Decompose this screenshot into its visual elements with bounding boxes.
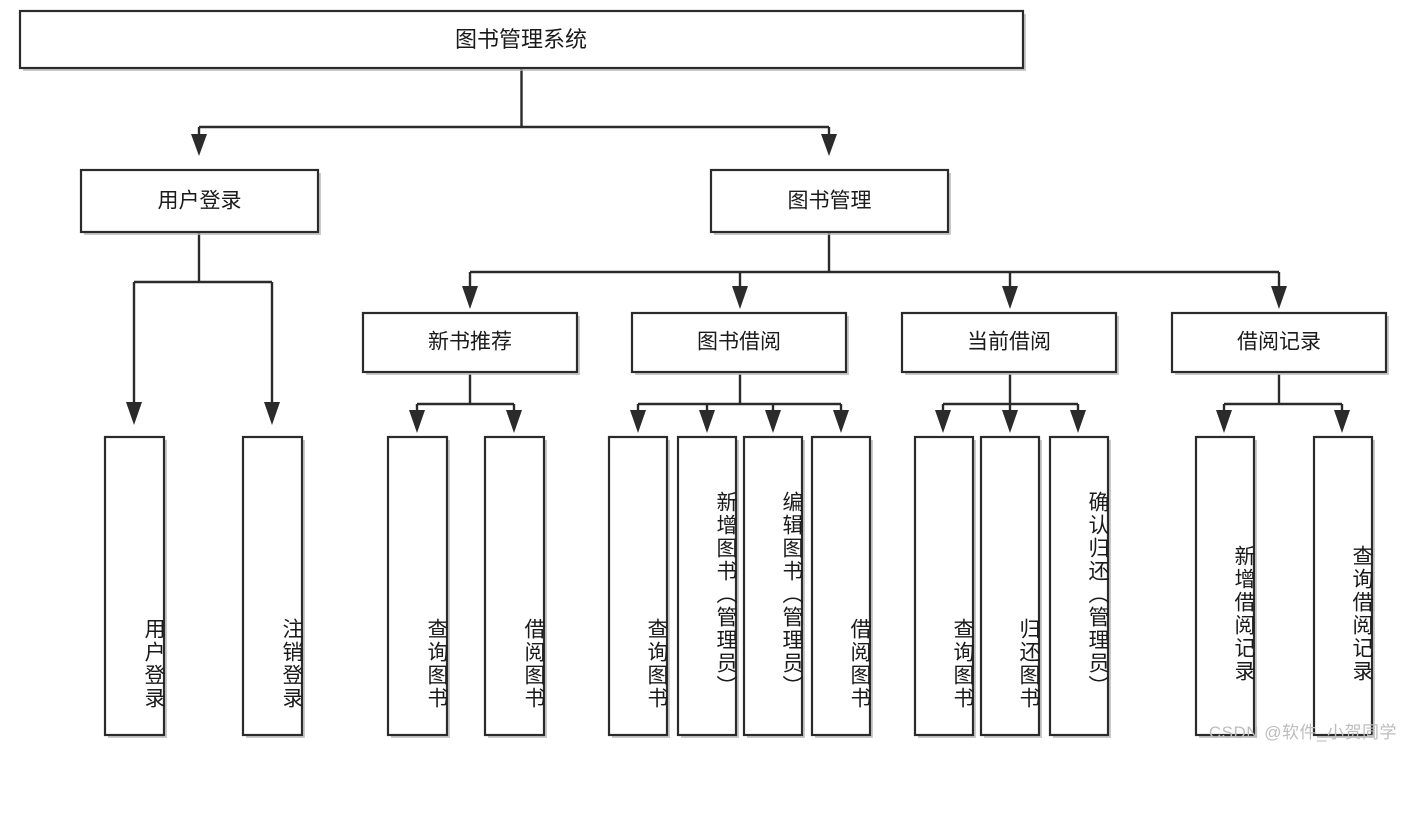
edge-group-root-to-level1 — [191, 68, 837, 156]
leaf-logout-rect[interactable] — [241, 435, 304, 737]
leaf-cb-confirm-rect[interactable] — [1048, 435, 1110, 737]
node-root-system[interactable]: 图书管理系统 — [18, 9, 1026, 71]
leaf-cb-query-rect[interactable] — [913, 435, 975, 737]
csdn-watermark: CSDN @软件_小贺同学 — [1208, 723, 1397, 742]
leaf-node-nb-query-book[interactable] — [386, 435, 450, 738]
arrow-head-leaf-bb-edit — [765, 410, 781, 433]
leaf-nb-borrow-rect[interactable] — [483, 435, 546, 737]
arrow-head-leaf-logout — [264, 402, 280, 425]
leaf-bb-edit-rect[interactable] — [742, 435, 804, 737]
node-user-login[interactable]: 用户登录 — [79, 168, 321, 235]
node-new-book-recommend-label: 新书推荐 — [428, 331, 512, 354]
node-root-rect[interactable] — [18, 9, 1025, 70]
arrow-head-leaf-cb-query — [935, 410, 951, 433]
leaf-br-query-rect[interactable] — [1312, 435, 1374, 737]
leaf-bb-add-rect[interactable] — [676, 435, 738, 737]
node-book-borrow-label: 图书借阅 — [697, 331, 781, 354]
arrow-head-borrow-record — [1271, 286, 1287, 309]
arrow-head-leaf-nb-query — [409, 410, 425, 433]
leaf-node-br-add-record[interactable] — [1194, 435, 1257, 738]
arrow-head-current-borrow — [1002, 286, 1018, 309]
arrow-head-leaf-user-login — [126, 402, 142, 425]
leaf-node-bb-edit-book[interactable] — [742, 435, 805, 738]
leaf-node-cb-query-book[interactable] — [913, 435, 976, 738]
hierarchy-diagram-svg: 图书管理系统 用户登录 图书管理 新书推荐 图书借阅 当前借阅 — [18, 9, 1389, 738]
arrow-head-leaf-cb-return — [1002, 410, 1018, 433]
leaf-cb-return-rect[interactable] — [979, 435, 1041, 737]
leaf-nb-query-rect[interactable] — [386, 435, 449, 737]
node-new-book-recommend-rect[interactable] — [361, 311, 579, 374]
node-borrow-record[interactable]: 借阅记录 — [1170, 311, 1389, 375]
node-borrow-record-rect[interactable] — [1170, 311, 1388, 374]
node-borrow-record-label: 借阅记录 — [1237, 331, 1321, 354]
flowchart-canvas: 图书管理系统 用户登录 图书管理 新书推荐 图书借阅 当前借阅 — [18, 9, 1397, 742]
arrow-head-new-book-recommend — [462, 286, 478, 309]
node-user-login-rect[interactable] — [79, 168, 320, 234]
leaf-node-cb-confirm-return[interactable] — [1048, 435, 1111, 738]
arrow-head-user-login — [191, 134, 207, 156]
leaf-bb-borrow-rect[interactable] — [810, 435, 872, 737]
node-root-label: 图书管理系统 — [455, 27, 587, 52]
leaf-bb-query-rect[interactable] — [607, 435, 669, 737]
leaf-node-bb-add-book[interactable] — [676, 435, 739, 738]
edge-group-book-manage-to-level2 — [462, 232, 1287, 309]
node-book-management[interactable]: 图书管理 — [709, 168, 951, 235]
node-book-borrow[interactable]: 图书借阅 — [630, 311, 849, 375]
leaf-node-bb-query-book[interactable] — [607, 435, 670, 738]
node-current-borrow-label: 当前借阅 — [967, 331, 1051, 354]
node-current-borrow[interactable]: 当前借阅 — [900, 311, 1119, 375]
edge-group-current-borrow-to-leaves — [935, 374, 1086, 433]
node-current-borrow-rect[interactable] — [900, 311, 1118, 374]
arrow-head-leaf-bb-borrow — [833, 410, 849, 433]
leaf-node-cb-return-book[interactable] — [979, 435, 1042, 738]
node-book-management-label: 图书管理 — [788, 190, 872, 213]
node-book-borrow-rect[interactable] — [630, 311, 848, 374]
arrow-head-book-borrow — [732, 286, 748, 309]
edge-group-user-login-to-leaves — [126, 232, 280, 425]
arrow-head-leaf-br-add — [1216, 410, 1232, 433]
leaf-br-add-rect[interactable] — [1194, 435, 1256, 737]
leaf-node-nb-borrow-book[interactable] — [483, 435, 547, 738]
leaf-node-user-login[interactable] — [103, 435, 167, 738]
leaf-node-bb-borrow-book[interactable] — [810, 435, 873, 738]
node-new-book-recommend[interactable]: 新书推荐 — [361, 311, 580, 375]
arrow-head-leaf-bb-query — [630, 410, 646, 433]
arrow-head-leaf-nb-borrow — [506, 410, 522, 433]
leaf-node-logout[interactable] — [241, 435, 305, 738]
node-book-management-rect[interactable] — [709, 168, 950, 234]
edge-group-new-book-to-leaves — [409, 374, 522, 433]
edge-group-book-borrow-to-leaves — [630, 374, 849, 433]
edge-group-borrow-record-to-leaves — [1216, 374, 1350, 433]
arrow-head-leaf-br-query — [1334, 410, 1350, 433]
leaf-user-login-rect[interactable] — [103, 435, 166, 737]
leaf-node-br-query-record[interactable] — [1312, 435, 1375, 738]
arrow-head-book-manage — [821, 134, 837, 156]
arrow-head-leaf-cb-confirm — [1070, 410, 1086, 433]
arrow-head-leaf-bb-add — [699, 410, 715, 433]
node-user-login-label: 用户登录 — [158, 190, 242, 213]
